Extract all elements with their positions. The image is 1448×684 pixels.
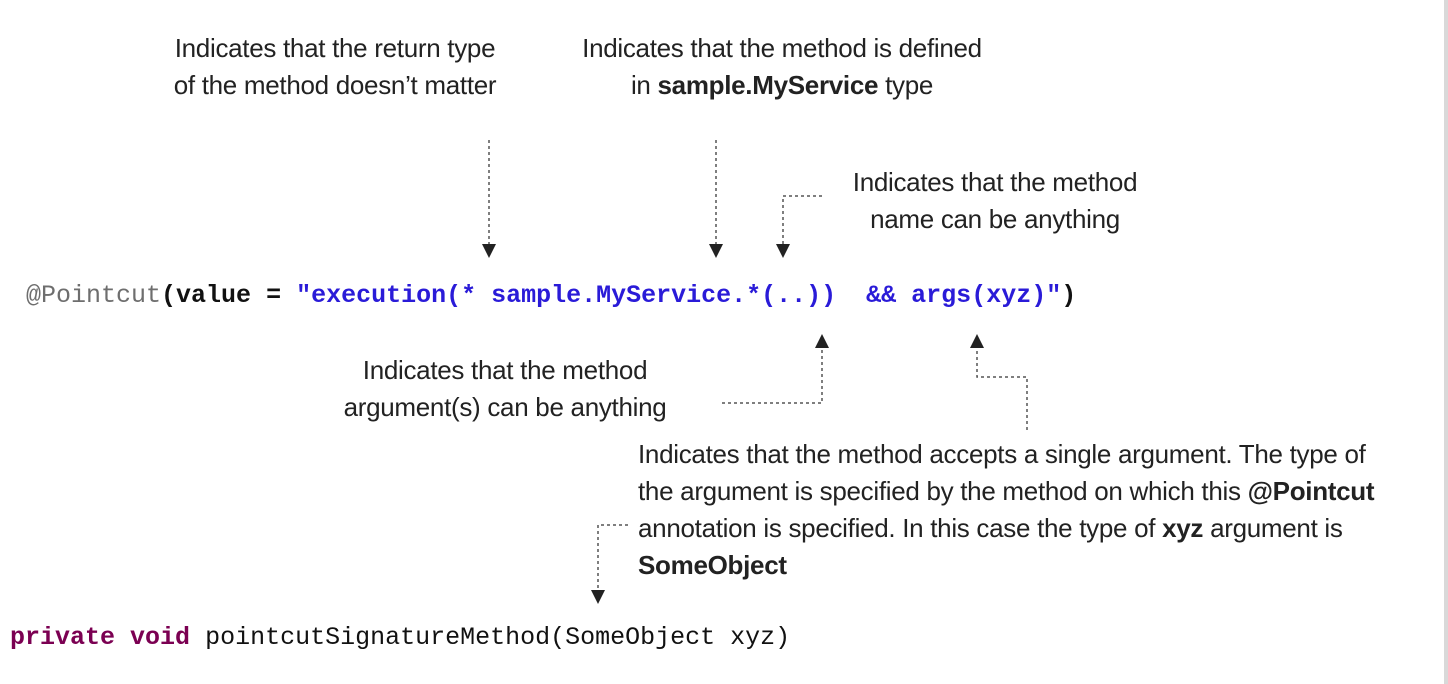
method-signature-text: pointcutSignatureMethod(SomeObject xyz) (205, 623, 791, 652)
annotation-single-argument-line2-prefix: the argument is specified by the method … (638, 476, 1248, 506)
annotation-return-type: Indicates that the return type of the me… (140, 30, 530, 104)
method-signature-code-line: private void pointcutSignatureMethod(Som… (10, 622, 790, 654)
arrowhead-arguments (815, 334, 829, 348)
pointcut-close-paren: ) (1061, 281, 1077, 310)
annotation-declaring-type: Indicates that the method is defined in … (552, 30, 1012, 104)
annotation-single-argument-pointcut-emph: @Pointcut (1247, 476, 1375, 506)
connector-arguments (722, 336, 823, 404)
annotation-single-argument: Indicates that the method accepts a sing… (638, 436, 1438, 584)
pointcut-attribute: value (176, 281, 252, 310)
annotation-arguments-line1: Indicates that the method (362, 355, 648, 385)
method-modifier-keyword: private (10, 623, 116, 652)
annotation-declaring-type-prefix: in (630, 70, 658, 100)
connector-method-name (782, 195, 822, 256)
arrowhead-method-name (776, 244, 790, 258)
annotation-declaring-type-suffix: type (878, 70, 934, 100)
arrowhead-single-argument (970, 334, 984, 348)
arrowhead-declaring-type (709, 244, 723, 258)
connector-single-argument (976, 336, 1028, 430)
pointcut-equals: = (251, 281, 297, 310)
annotation-return-type-line2: of the method doesn’t matter (173, 70, 497, 100)
annotation-single-argument-xyz-emph: xyz (1162, 513, 1204, 543)
annotation-single-argument-someobject-emph: SomeObject (638, 550, 787, 580)
annotation-single-argument-line2: the argument is specified by the method … (638, 473, 1438, 510)
pointcut-code-line: @Pointcut(value = "execution(* sample.My… (26, 280, 1076, 312)
pointcut-open-paren: ( (161, 281, 177, 310)
arrowhead-return-type (482, 244, 496, 258)
annotation-single-argument-line1: Indicates that the method accepts a sing… (638, 439, 1366, 469)
annotation-return-type-line1: Indicates that the return type (174, 33, 496, 63)
page-right-border (1444, 0, 1448, 684)
annotation-declaring-type-line1: Indicates that the method is defined (582, 33, 982, 63)
annotation-method-name: Indicates that the method name can be an… (830, 164, 1160, 238)
annotation-single-argument-line3-prefix: annotation is specified. In this case th… (638, 513, 1163, 543)
pointcut-annotation-token: @Pointcut (26, 281, 162, 310)
annotation-method-name-line1: Indicates that the method (852, 167, 1138, 197)
pointcut-expression-string: "execution(* sample.MyService.*(..)) && … (296, 281, 1062, 310)
annotation-arguments-line2: argument(s) can be anything (343, 392, 667, 422)
annotation-declaring-type-emph: sample.MyService (657, 70, 879, 100)
annotation-declaring-type-line2: in sample.MyService type (552, 67, 1012, 104)
annotation-method-name-line2: name can be anything (870, 204, 1120, 234)
annotation-single-argument-line3: annotation is specified. In this case th… (638, 510, 1438, 547)
annotation-single-argument-line4: SomeObject (638, 547, 1438, 584)
annotation-single-argument-line3-suffix: argument is (1203, 513, 1343, 543)
annotation-arguments: Indicates that the method argument(s) ca… (310, 352, 700, 426)
method-return-type-keyword: void (130, 623, 191, 652)
connector-method-signature (597, 524, 628, 590)
arrowhead-method-signature (591, 590, 605, 604)
